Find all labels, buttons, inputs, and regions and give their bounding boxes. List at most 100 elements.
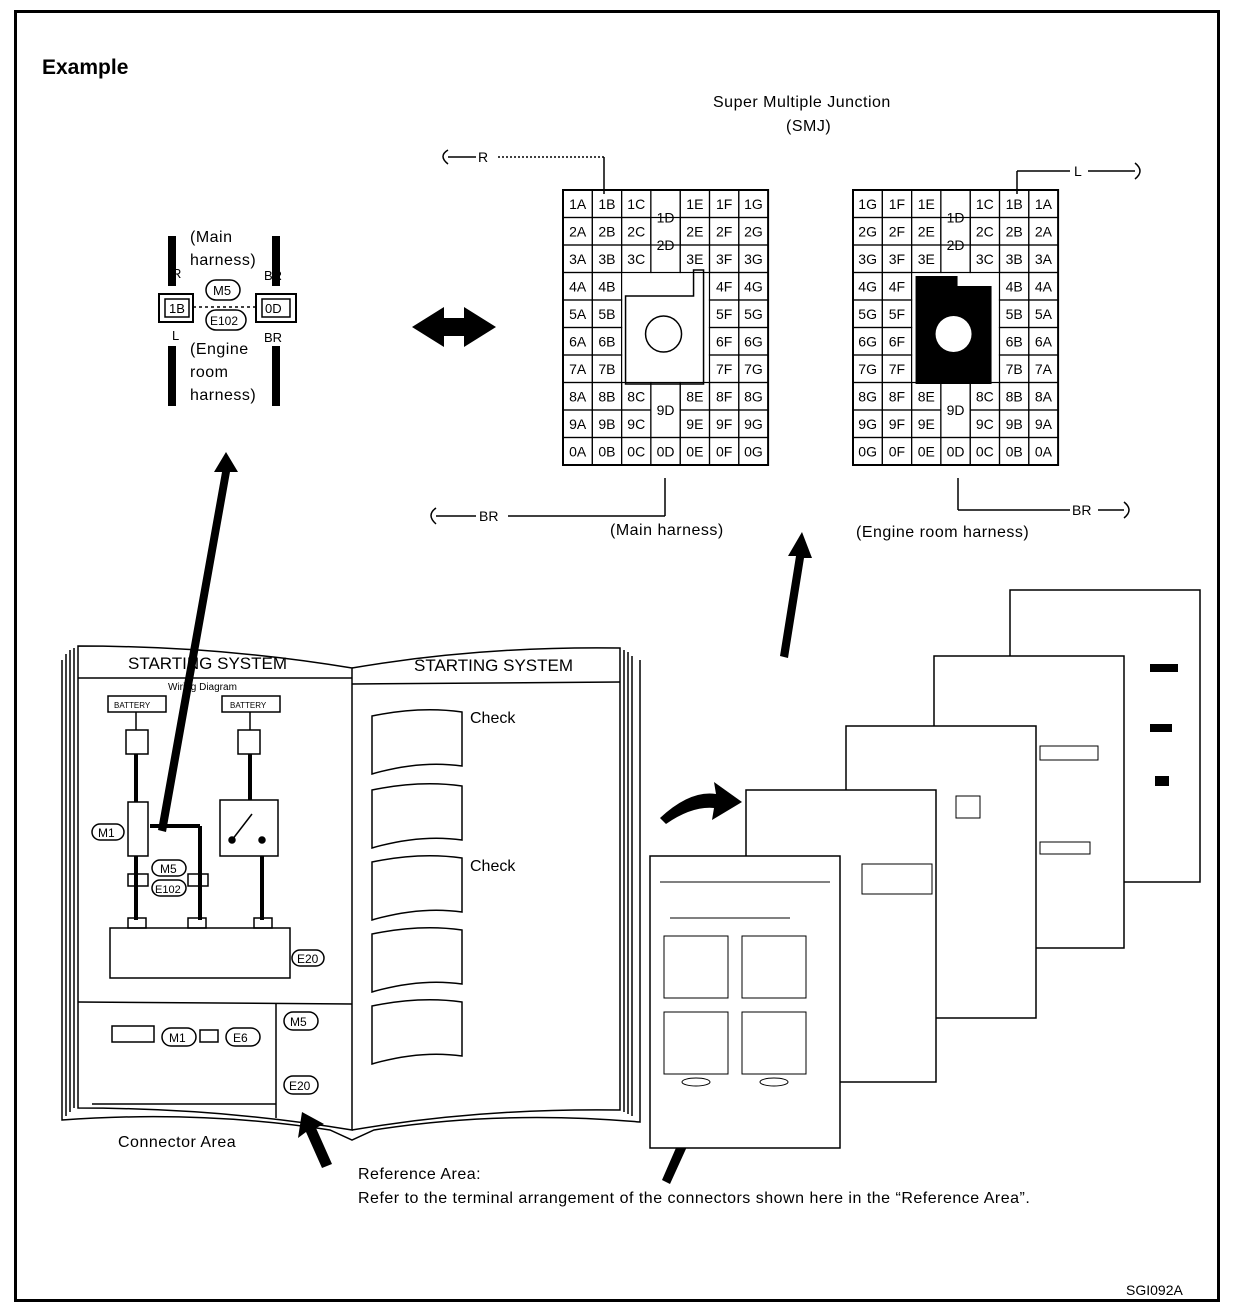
terminal-cell <box>910 244 942 274</box>
terminal-label: 9B <box>1006 416 1023 432</box>
wire-l-label: L <box>172 328 179 343</box>
terminal-label: 2G <box>744 223 763 239</box>
terminal-label: 6F <box>716 333 732 349</box>
battery-label-1: BATTERY <box>114 701 151 710</box>
wire-br-lower-label: BR <box>264 330 282 345</box>
terminal-label: 3E <box>686 251 703 267</box>
engine-l-label: L <box>1074 163 1082 179</box>
right-page-title: STARTING SYSTEM <box>414 656 573 675</box>
terminal-label: 6A <box>1035 333 1053 349</box>
reference-sheets <box>649 589 1201 1149</box>
terminal-label: 7F <box>716 361 732 377</box>
terminal-label: 6A <box>569 333 587 349</box>
left-page-subtitle: Wiring Diagram <box>168 682 237 693</box>
terminal-label: 9G <box>744 416 763 432</box>
terminal-label: 0D <box>657 443 675 459</box>
terminal-label: 0A <box>1035 443 1053 459</box>
terminal-label: 2F <box>889 223 905 239</box>
terminal-label: 2E <box>686 223 703 239</box>
terminal-label: 9G <box>858 416 877 432</box>
terminal-label: 1B <box>1006 196 1023 212</box>
terminal-label: 2A <box>569 223 587 239</box>
terminal-label: 4G <box>744 278 763 294</box>
terminal-label: 1C <box>627 196 645 212</box>
terminal-label: 5A <box>569 306 587 322</box>
terminal-label: 9E <box>918 416 935 432</box>
terminal-label: 1A <box>1035 196 1053 212</box>
arrow-to-book-ref-icon <box>298 1112 332 1168</box>
terminal-label: 0E <box>686 443 703 459</box>
e20-ref-oval <box>283 1075 319 1095</box>
terminal-label: 4F <box>716 278 732 294</box>
terminal-label: 0G <box>744 443 763 459</box>
terminal-label: 8C <box>627 388 645 404</box>
terminal-label: 9F <box>889 416 905 432</box>
terminal-label: 0B <box>598 443 615 459</box>
terminal-label: 9B <box>598 416 615 432</box>
terminal-label: 6G <box>858 333 877 349</box>
center-hole <box>644 315 683 353</box>
engine-br-label: BR <box>1072 502 1091 518</box>
terminal-label: 7F <box>889 361 905 377</box>
terminal-label: 5F <box>889 306 905 322</box>
e102-connector-label: E102 <box>210 314 238 328</box>
main-harness-caption: (Main harness) <box>610 522 724 539</box>
e6-ref-label: E6 <box>233 1031 248 1045</box>
terminal-label: 3C <box>627 251 645 267</box>
terminal-label: 3A <box>569 251 587 267</box>
terminal-label: 9E <box>686 416 703 432</box>
terminal-label: 8B <box>598 388 615 404</box>
diagram-frame <box>14 10 1220 1302</box>
terminal-label: 9F <box>716 416 732 432</box>
terminal-label: 1G <box>744 196 763 212</box>
e102-label: E102 <box>155 884 181 896</box>
terminal-cell <box>620 244 652 274</box>
terminal-label: 5A <box>1035 306 1053 322</box>
terminal-label: 7G <box>858 361 877 377</box>
reference-area-description: Refer to the terminal arrangement of the… <box>358 1190 1031 1207</box>
open-book <box>61 645 641 1141</box>
reference-area-title: Reference Area: <box>358 1166 482 1183</box>
terminal-label: 2F <box>716 223 732 239</box>
terminal-label: 0A <box>569 443 587 459</box>
terminal-label: 1B <box>598 196 615 212</box>
m1-oval <box>91 823 125 841</box>
center-key-outline <box>624 269 705 385</box>
terminal-label: 7B <box>598 361 615 377</box>
terminal-label: 7G <box>744 361 763 377</box>
terminal-label: 1E <box>918 196 935 212</box>
terminal-label: 5B <box>1006 306 1023 322</box>
example-title: Example <box>42 56 129 79</box>
m5-ref-oval <box>283 1011 319 1031</box>
m5-label: M5 <box>160 862 177 876</box>
terminal-label: 8A <box>569 388 587 404</box>
smj-title: Super Multiple Junction <box>713 94 891 111</box>
left-page-title: STARTING SYSTEM <box>128 654 287 673</box>
terminal-label: 5B <box>598 306 615 322</box>
right-terminal-label: 0D <box>265 301 282 316</box>
terminal-label: 9A <box>569 416 587 432</box>
terminal-label: 0F <box>889 443 905 459</box>
terminal-label: 3G <box>858 251 877 267</box>
main-harness-note: (Main harness) <box>190 229 257 269</box>
terminal-label: 6B <box>598 333 615 349</box>
e20-ref-label: E20 <box>289 1079 311 1093</box>
terminal-label: 0C <box>976 443 994 459</box>
main-br-wire <box>430 478 666 525</box>
e102-oval <box>151 879 187 897</box>
connector-detail <box>158 236 297 406</box>
engine-room-harness-caption: (Engine room harness) <box>856 524 1030 541</box>
terminal-label: 2C <box>976 223 994 239</box>
figure-code: SGI092A <box>1126 1282 1183 1298</box>
terminal-label: 0G <box>858 443 877 459</box>
terminal-label: 2D <box>657 237 675 253</box>
m5-oval <box>151 859 187 877</box>
terminal-label: 2A <box>1035 223 1053 239</box>
connector-area-label: Connector Area <box>118 1134 237 1151</box>
terminal-label: 3B <box>598 251 615 267</box>
terminal-label: 8F <box>716 388 732 404</box>
m5-ref-label: M5 <box>290 1015 307 1029</box>
m1-ref-label: M1 <box>169 1031 186 1045</box>
